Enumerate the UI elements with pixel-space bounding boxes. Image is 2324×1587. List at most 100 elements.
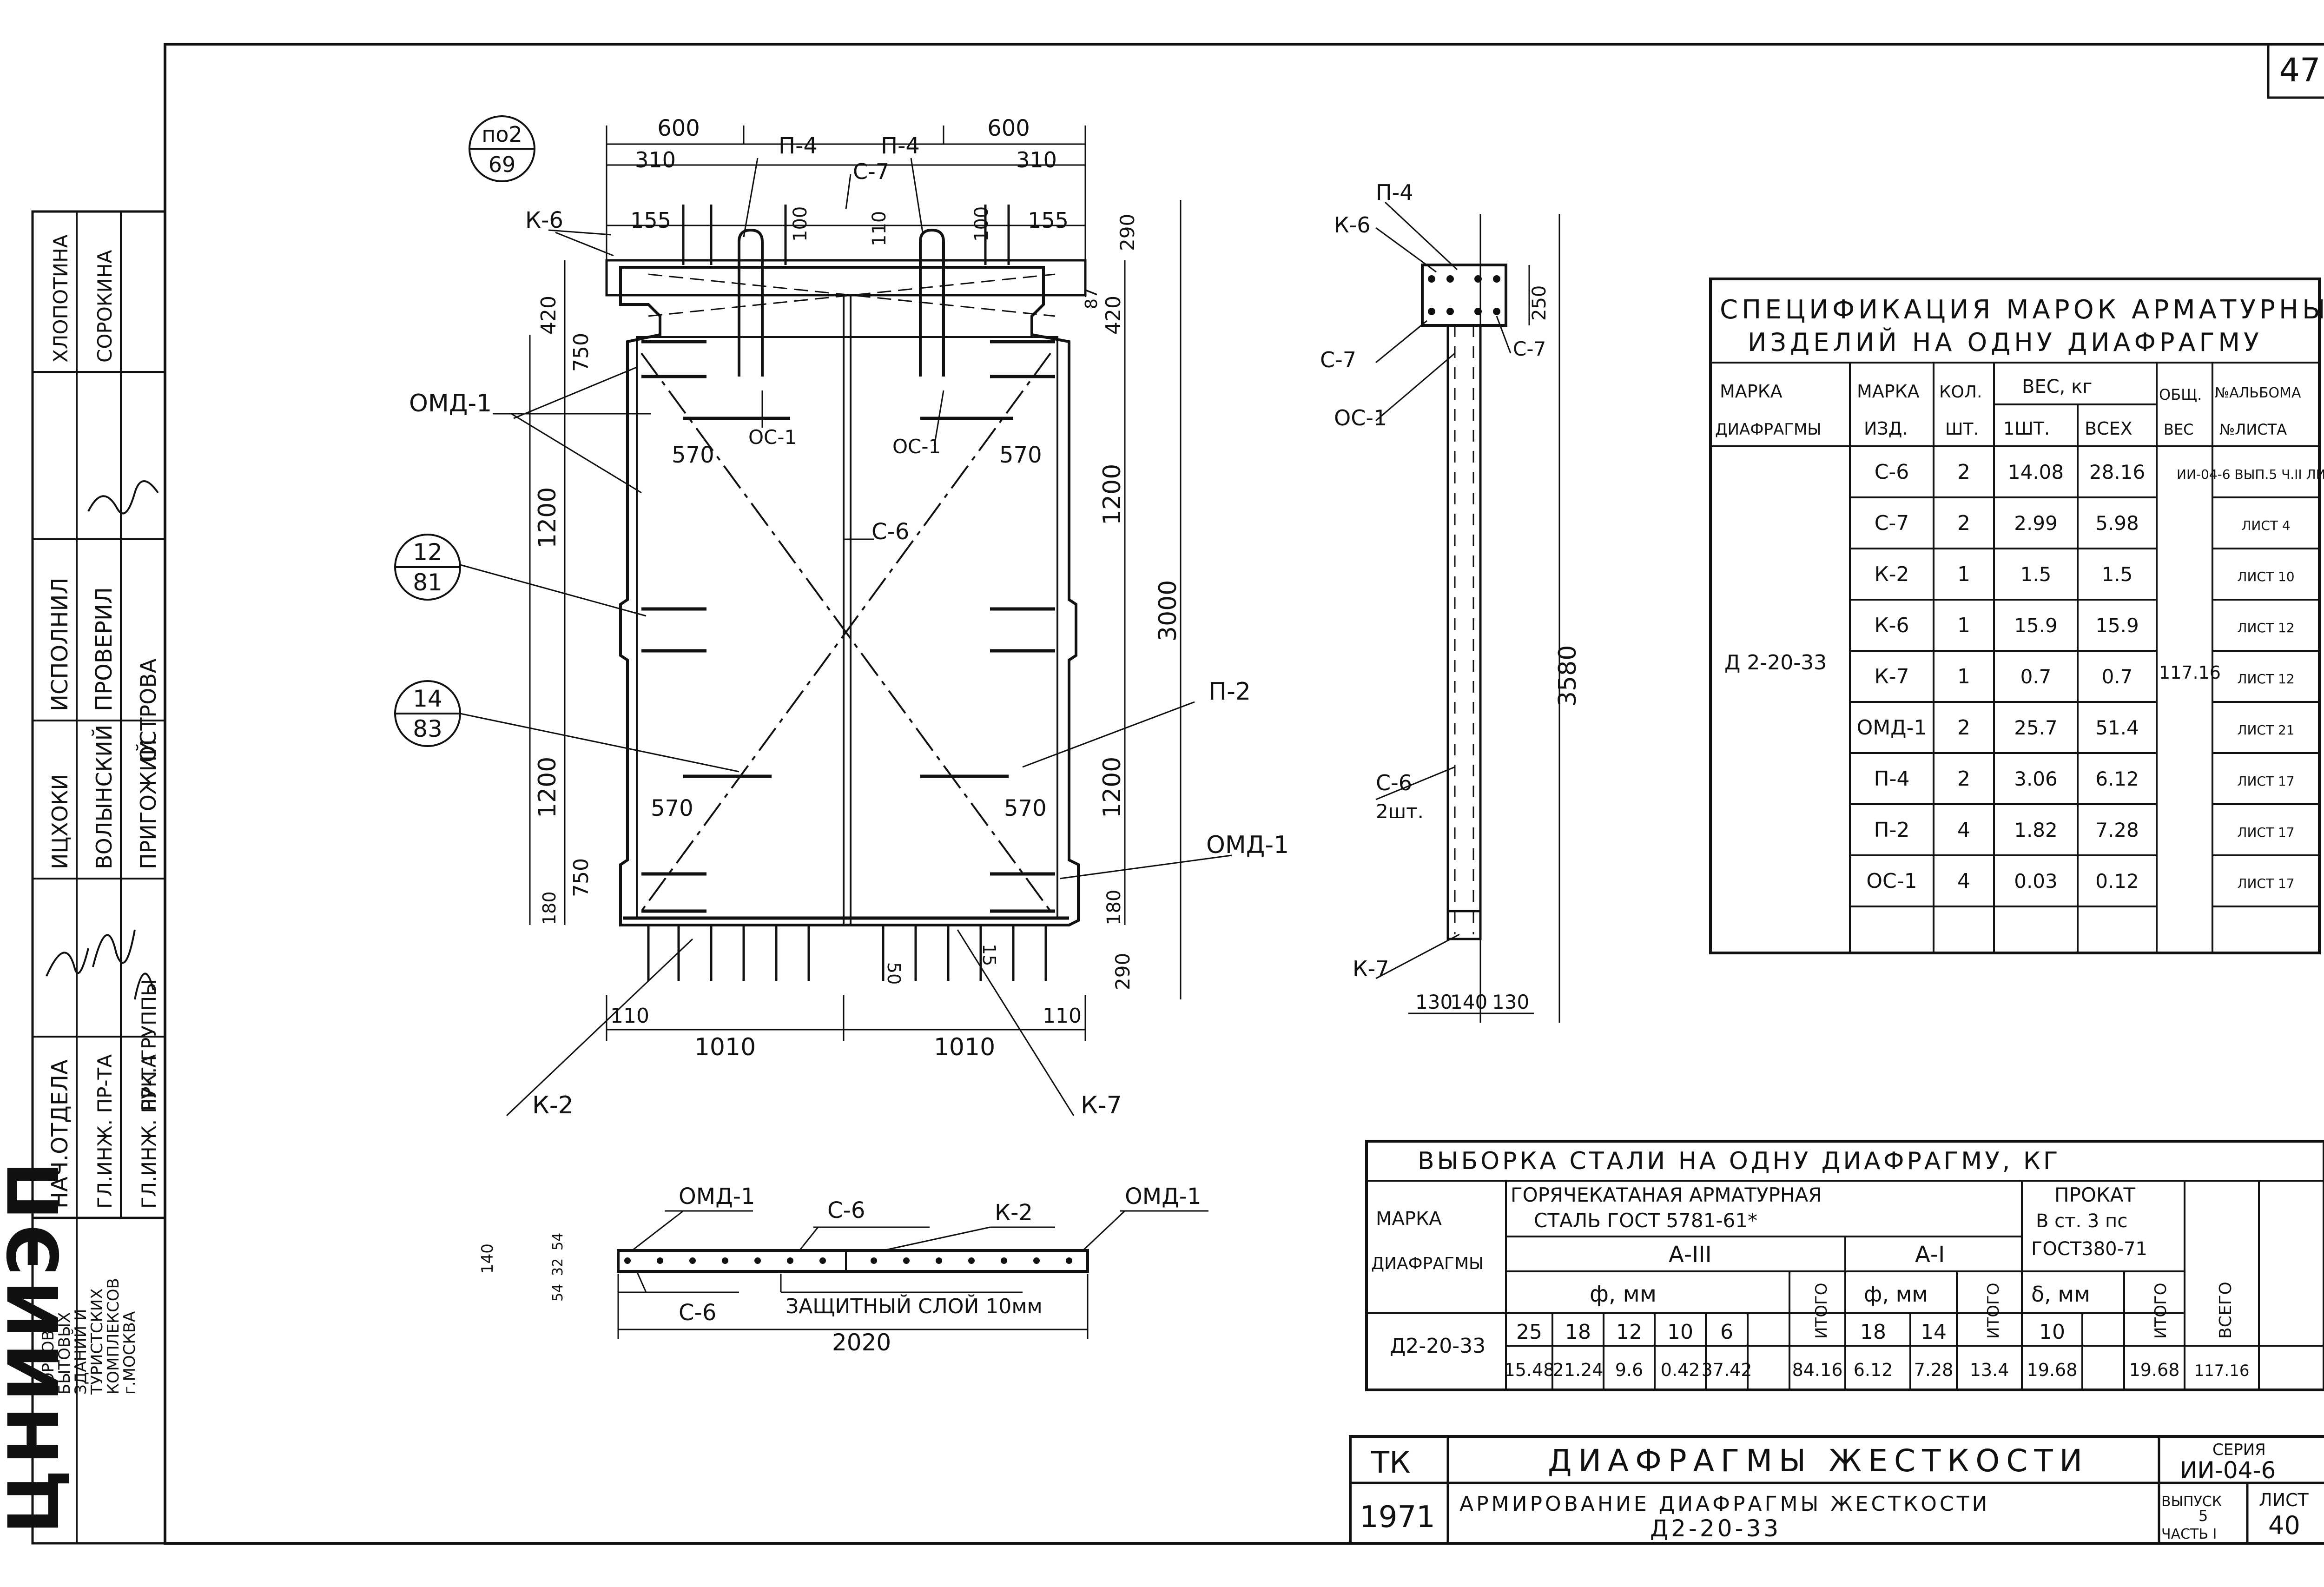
side-label-c7-left: С-7 [1320,347,1356,372]
side-dim: 130 [1492,991,1529,1013]
stamp-role-4: РУК. ГРУППЫ [138,979,160,1111]
title-sub: АРМИРОВАНИЕ ДИАФРАГМЫ ЖЕСТКОСТИ [1459,1492,1990,1516]
spec-total-weight: 117.16 [2159,662,2221,683]
spec-cell-qty: 2 [1957,716,1970,740]
sheet-number: 47 [2279,51,2320,89]
steel-mark-label: МАРКА [1376,1208,1442,1230]
dim-top: 155 [1028,208,1069,233]
label-omd1-top: ОМД-1 [409,390,492,417]
dim-top: 100 [790,206,811,242]
side-label-k7: К-7 [1353,956,1389,981]
section-dim-width: 2020 [832,1329,891,1356]
steel-cell: 19.68 [2027,1360,2078,1380]
callout-bottom: 81 [413,569,442,596]
steel-cell: 37.42 [1702,1360,1752,1380]
title-year: 1971 [1360,1500,1435,1534]
stamp-top-name-1: ХЛОПОТИНА [49,234,72,363]
dim-bottom: 110 [610,1004,649,1028]
steel-cell: 18 [1860,1320,1886,1344]
spec-cell-mark: К-6 [1874,614,1909,637]
stamp-name-4: ОСТРОВА [136,658,161,762]
stamp-role-3: ГЛ.ИНЖ. ПР-ТА [138,1054,160,1209]
steel-diaphragm: Д2-20-33 [1390,1334,1486,1358]
issue-label: ВЫПУСК [2161,1494,2222,1510]
side-dim: 250 [1529,285,1550,321]
dim-right: 180 [1103,890,1125,925]
label-p2: П-2 [1208,678,1251,706]
stamp-org-logo: ЦНИИЭП [0,1157,75,1534]
section-note: ЗАЩИТНЫЙ СЛОЙ 10мм [786,1294,1043,1318]
spec-cell-album: ЛИСТ 12 [2237,671,2294,687]
steel-rolled: В ст. 3 пс [2036,1210,2127,1232]
signature-mark [87,480,159,515]
callout-top: 14 [413,685,442,712]
dim-right: 87 [1082,288,1101,309]
section-label-omd1-left: ОМД-1 [679,1184,755,1210]
dim-right: 1200 [1098,757,1126,818]
title-code: Д2-20-33 [1650,1515,1781,1542]
steel-class: А-III [1669,1242,1712,1268]
steel-cell: 0.42 [1661,1360,1700,1380]
dim-top: 110 [869,211,890,246]
steel-vsego: ВСЕГО [2216,1282,2235,1339]
dim-left: 180 [539,891,560,925]
steel-cell: 10 [2039,1320,2065,1344]
stamp-org-line-1: ТОРГОВО- [39,1312,58,1395]
stamp-org-line-6: г.МОСКВА [120,1311,139,1395]
spec-header: КОЛ. [1939,383,1982,402]
spec-table: СПЕЦИФИКАЦИЯ МАРОК АРМАТУРНЫХ ИЗДЕЛИЙ НА… [1709,278,2324,954]
stamp-org-line-3: ЗДАНИЙ И [71,1309,90,1395]
dim-right: 1200 [1098,464,1126,525]
spec-cell-all: 1.5 [2102,563,2133,586]
spec-header: ВСЕХ [2085,418,2133,439]
dim-left: 1200 [534,757,561,818]
spec-cell-qty: 4 [1957,818,1970,842]
label-oc1-left: ОС-1 [748,426,797,449]
steel-mark-label: ДИАФРАГМЫ [1371,1254,1484,1273]
side-label-p4: П-4 [1376,180,1413,205]
spec-title-1: СПЕЦИФИКАЦИЯ МАРОК АРМАТУРНЫХ [1720,295,2324,325]
steel-cell: 25 [1516,1320,1542,1344]
steel-cell: 18 [1565,1320,1591,1344]
side-dim: 140 [1450,991,1487,1013]
title-tk: ТК [1371,1446,1411,1480]
spec-header: ИЗД. [1864,418,1908,439]
spec-cell-one: 0.03 [2014,870,2058,893]
spec-cell-all: 0.12 [2095,870,2139,893]
stamp-org-line-5: КОМПЛЕКСОВ [104,1278,123,1395]
spec-cell-one: 25.7 [2014,716,2058,739]
steel-phi: ф, мм [1590,1281,1657,1307]
spec-cell-mark: К-2 [1874,562,1909,586]
stamp-org-line-2: БЫТОВЫХ [55,1312,74,1395]
dim-right: 290 [1116,214,1139,251]
dim-bottom: 15 [979,944,999,966]
steel-cell: 6 [1720,1320,1733,1344]
side-dim: 130 [1415,991,1452,1013]
label-p4-right: П-4 [881,133,920,159]
spec-header: ШТ. [1945,420,1979,439]
spec-cell-mark: С-6 [1875,460,1909,484]
steel-cell: 7.28 [1914,1360,1954,1380]
dim-inner: 570 [1004,795,1047,821]
front-view: 600 600 310 310 155 155 100 110 100 290 … [394,115,1289,1119]
steel-rolled: ПРОКАТ [2054,1184,2136,1206]
side-label-k6: К-6 [1334,212,1371,238]
sheet-value: 40 [2268,1511,2300,1540]
stamp-name-3: ПРИГОЖИЙ [136,740,161,869]
dim-bottom: 50 [884,962,904,985]
spec-title-2: ИЗДЕЛИЙ НА ОДНУ ДИАФРАГМУ [1748,328,2263,357]
dim-top: 600 [657,115,700,141]
title-block: ТК 1971 ДИАФРАГМЫ ЖЕСТКОСТИ АРМИРОВАНИЕ … [1349,1435,2324,1545]
spec-cell-mark: П-4 [1874,767,1910,791]
approval-stamp: НАЧ.ОТДЕЛА ГЛ.ИНЖ. ПР-ТА ГЛ.ИНЖ. ПР-ТА Р… [0,210,166,1545]
stamp-role-2: ГЛ.ИНЖ. ПР-ТА [93,1054,116,1209]
spec-cell-all: 28.16 [2089,461,2145,483]
dim-top: 155 [630,208,671,233]
section-label-c6-bottom: С-6 [679,1300,716,1326]
stamp-role-1: НАЧ.ОТДЕЛА [47,1059,73,1209]
stamp-org-line-4: ТУРИСТСКИХ [88,1288,106,1395]
spec-header: ВЕС [2164,421,2194,438]
spec-cell-all: 7.28 [2095,819,2139,841]
callout-bottom: 69 [489,152,516,177]
spec-header: ДИАФРАГМЫ [1715,420,1821,439]
